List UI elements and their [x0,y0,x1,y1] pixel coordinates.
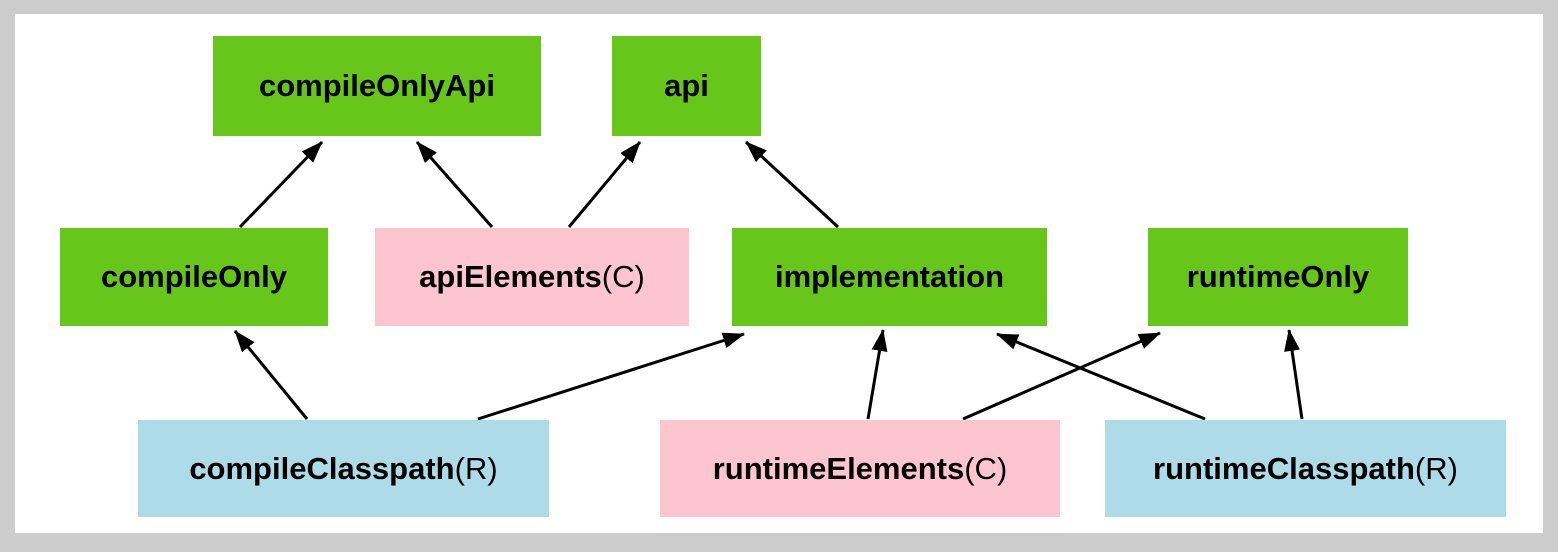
node-suffix: (R) [1414,450,1458,486]
node-api: api [612,36,761,136]
node-label: apiElements [419,259,602,294]
node-runtimeClasspath: runtimeClasspath(R) [1105,420,1506,517]
node-label: runtimeClasspath [1153,450,1415,486]
node-apiElements: apiElements(C) [375,228,689,326]
node-label: api [664,68,709,103]
node-suffix: (R) [454,450,498,486]
node-label: implementation [774,259,1005,294]
node-runtimeElements: runtimeElements(C) [660,420,1060,517]
node-label: compileClasspath [189,450,455,486]
node-label: compileOnly [100,259,288,294]
node-compileOnly: compileOnly [60,228,328,326]
node-label: compileOnlyApi [259,68,495,103]
node-suffix: (C) [964,450,1008,486]
node-compileClasspath: compileClasspath(R) [138,420,549,517]
node-suffix: (C) [601,259,645,294]
node-compileOnlyApi: compileOnlyApi [213,36,541,136]
node-label: runtimeElements [712,450,965,486]
node-runtimeOnly: runtimeOnly [1148,228,1408,326]
node-label: runtimeOnly [1186,259,1370,294]
node-implementation: implementation [732,228,1047,326]
